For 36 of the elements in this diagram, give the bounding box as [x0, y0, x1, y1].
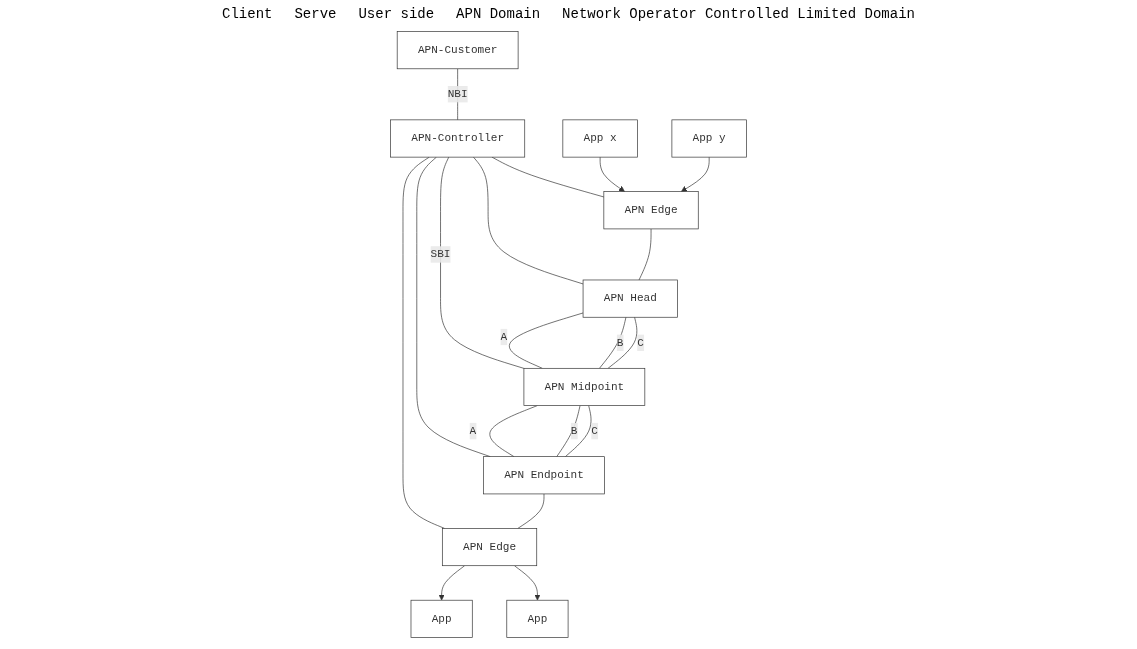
connector: [489, 405, 538, 457]
connector: [556, 405, 581, 457]
node-box: APN-Customer: [396, 31, 519, 70]
node-box: App: [410, 599, 473, 638]
edge-label: SBI: [430, 248, 451, 261]
note-text: APN Domain: [456, 6, 541, 22]
node-box: App x: [562, 119, 638, 158]
node-box: APN Endpoint: [483, 456, 605, 495]
node-box: APN Head: [582, 279, 678, 318]
node-box: App y: [671, 119, 747, 158]
connector: [607, 316, 638, 369]
note-text: Network Operator Controlled Limited Domain: [562, 6, 915, 22]
connector: [638, 228, 652, 281]
connector: [509, 312, 584, 369]
note-text: Serve: [294, 6, 337, 22]
edge-label: NBI: [447, 88, 468, 101]
connector: [440, 156, 525, 369]
edge-label: B: [570, 424, 578, 438]
connector: [402, 156, 445, 529]
node-box: APN-Controller: [390, 119, 526, 158]
connector: [517, 493, 545, 529]
edge-label: C: [591, 424, 598, 438]
connector: [457, 68, 458, 121]
note-text: Client: [222, 6, 273, 22]
connector: [599, 316, 627, 369]
node-box: APN Midpoint: [523, 367, 646, 406]
connector: [473, 156, 584, 285]
note-text: User side: [358, 6, 435, 22]
node-box: APN Edge: [603, 191, 699, 230]
node-box: APN Edge: [442, 528, 538, 567]
connector: [565, 405, 592, 457]
edge-label: B: [616, 336, 624, 349]
edge-label: C: [637, 336, 644, 349]
node-box: App: [506, 599, 569, 638]
edge-label: A: [469, 424, 477, 438]
edge-label: A: [500, 330, 508, 344]
